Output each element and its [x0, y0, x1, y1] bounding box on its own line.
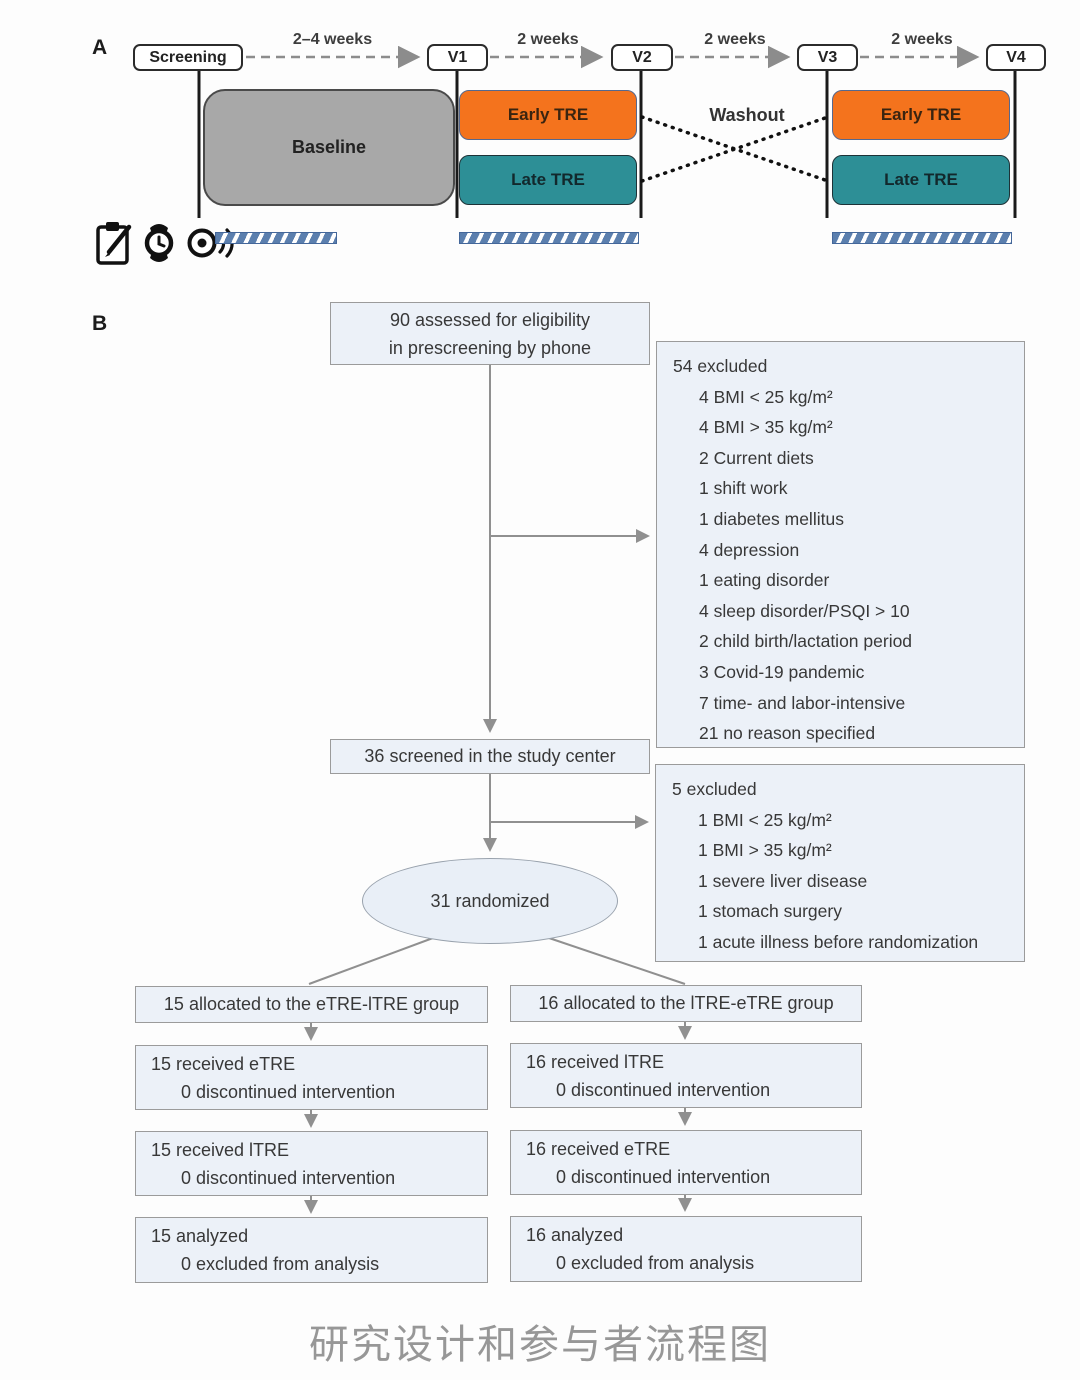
excluded-phone-item: 4 depression: [699, 539, 800, 560]
assessed-line-1: 90 assessed for eligibility: [389, 309, 591, 330]
excluded-phone-list: 4 BMI < 25 kg/m² 4 BMI > 35 kg/m² 2 Curr…: [673, 382, 1014, 749]
figure-caption: 研究设计和参与者流程图: [309, 1323, 771, 1367]
excluded-phone-item: 1 shift work: [699, 478, 788, 499]
excluded-phone-item: 4 BMI < 25 kg/m²: [699, 386, 833, 407]
excluded-phone-item: 2 Current diets: [699, 447, 814, 468]
allocated-left-text: 15 allocated to the eTRE-lTRE group: [163, 994, 460, 1014]
flow-box-received2-left: 15 received lTRE 0 discontinued interven…: [135, 1131, 488, 1196]
interval-label-3: 2 weeks: [704, 31, 766, 48]
clipboard-questionnaire-icon: [92, 219, 136, 272]
received1-right-line2: 0 discontinued intervention: [556, 1080, 771, 1100]
assessed-line-2: in prescreening by phone: [388, 337, 592, 358]
analyzed-left-line2: 0 excluded from analysis: [181, 1254, 380, 1274]
excluded-center-title: 5 excluded: [672, 779, 757, 799]
excluded-center-list: 1 BMI < 25 kg/m² 1 BMI > 35 kg/m² 1 seve…: [672, 805, 1014, 958]
flow-box-excluded-phone: 54 excluded 4 BMI < 25 kg/m² 4 BMI > 35 …: [656, 341, 1025, 748]
flow-box-screened: 36 screened in the study center: [330, 739, 650, 774]
sensor-signal-icon: [182, 219, 244, 272]
interval-label-2: 2 weeks: [517, 31, 579, 48]
timeline-node-screening: Screening: [133, 44, 243, 71]
panel-b-label: B: [92, 312, 108, 335]
measurement-icons: [92, 219, 244, 272]
excluded-phone-item: 21 no reason specified: [699, 723, 876, 744]
flow-box-analyzed-left: 15 analyzed 0 excluded from analysis: [135, 1217, 488, 1283]
received2-left-line2: 0 discontinued intervention: [181, 1168, 396, 1188]
screened-text: 36 screened in the study center: [364, 746, 616, 766]
interval-label-1: 2–4 weeks: [292, 31, 373, 48]
baseline-block: Baseline: [203, 89, 455, 206]
smartwatch-icon: [137, 219, 181, 272]
measurement-bar-baseline: [215, 232, 337, 244]
excluded-phone-item: 4 BMI > 35 kg/m²: [699, 417, 833, 438]
excluded-center-item: 1 BMI < 25 kg/m²: [698, 809, 832, 830]
analyzed-left-line1: 15 analyzed: [151, 1226, 249, 1246]
flow-box-assessed: 90 assessed for eligibility in prescreen…: [330, 302, 650, 365]
interval-label-4: 2 weeks: [891, 31, 953, 48]
measurement-bar-period2: [832, 232, 1012, 244]
late-tre-block-2: Late TRE: [832, 155, 1010, 205]
late-tre-block-1: Late TRE: [459, 155, 637, 205]
excluded-center-item: 1 BMI > 35 kg/m²: [698, 840, 832, 861]
excluded-phone-item: 4 sleep disorder/PSQI > 10: [699, 600, 910, 621]
timeline-node-v1: V1: [427, 44, 488, 71]
flow-box-excluded-center: 5 excluded 1 BMI < 25 kg/m² 1 BMI > 35 k…: [655, 764, 1025, 962]
early-tre-block-2: Early TRE: [832, 90, 1010, 140]
flow-box-received2-right: 16 received eTRE 0 discontinued interven…: [510, 1130, 862, 1195]
flow-box-received1-left: 15 received eTRE 0 discontinued interven…: [135, 1045, 488, 1110]
flow-box-allocated-left: 15 allocated to the eTRE-lTRE group: [135, 986, 488, 1023]
flow-box-allocated-right: 16 allocated to the lTRE-eTRE group: [510, 985, 862, 1022]
timeline-node-v2: V2: [611, 44, 673, 71]
timeline-node-v3: V3: [797, 44, 858, 71]
excluded-center-item: 1 stomach surgery: [698, 901, 842, 922]
panel-a-label: A: [92, 36, 108, 59]
washout-label: Washout: [709, 105, 785, 125]
measurement-bar-period1: [459, 232, 639, 244]
excluded-phone-title: 54 excluded: [673, 356, 768, 376]
flow-ellipse-randomized: 31 randomized: [362, 858, 618, 944]
randomized-text: 31 randomized: [430, 890, 550, 911]
excluded-center-item: 1 severe liver disease: [698, 870, 868, 891]
received1-left-line1: 15 received eTRE: [151, 1054, 296, 1074]
received2-right-line1: 16 received eTRE: [526, 1139, 671, 1159]
excluded-phone-item: 2 child birth/lactation period: [699, 631, 913, 652]
allocated-right-text: 16 allocated to the lTRE-eTRE group: [538, 993, 834, 1013]
excluded-phone-item: 3 Covid-19 pandemic: [699, 661, 865, 682]
analyzed-right-line1: 16 analyzed: [526, 1225, 624, 1245]
excluded-phone-item: 1 diabetes mellitus: [699, 508, 844, 529]
flow-box-received1-right: 16 received lTRE 0 discontinued interven…: [510, 1043, 862, 1108]
flow-box-analyzed-right: 16 analyzed 0 excluded from analysis: [510, 1216, 862, 1282]
early-tre-block-1: Early TRE: [459, 90, 637, 140]
excluded-phone-item: 7 time- and labor-intensive: [699, 692, 906, 713]
timeline-node-v4: V4: [986, 44, 1046, 71]
excluded-phone-item: 1 eating disorder: [699, 570, 830, 591]
received2-left-line1: 15 received lTRE: [151, 1140, 290, 1160]
analyzed-right-line2: 0 excluded from analysis: [556, 1253, 755, 1273]
received2-right-line2: 0 discontinued intervention: [556, 1167, 771, 1187]
received1-right-line1: 16 received lTRE: [526, 1052, 665, 1072]
received1-left-line2: 0 discontinued intervention: [181, 1082, 396, 1102]
excluded-center-item: 1 acute illness before randomization: [698, 931, 979, 952]
